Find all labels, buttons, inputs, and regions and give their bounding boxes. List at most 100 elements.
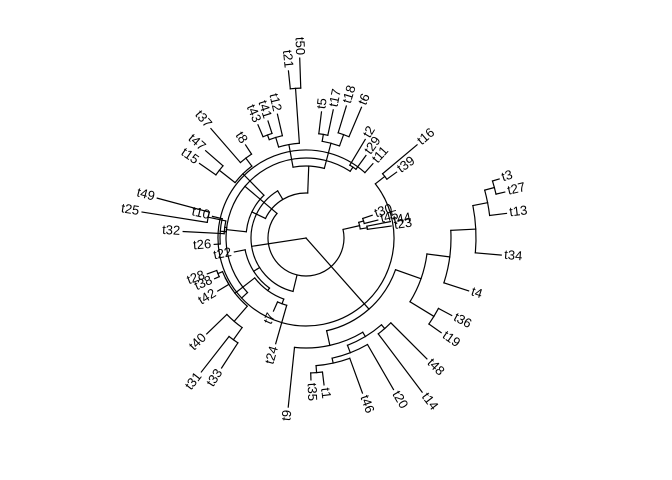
tip-label-t37: t37 <box>192 107 215 130</box>
internal-branch <box>315 364 318 374</box>
tip-label-t6: t6 <box>355 91 373 107</box>
tip-branch-t4 <box>443 282 470 292</box>
tip-branch-t14 <box>377 332 423 393</box>
tip-branch-t43 <box>257 123 264 138</box>
internal-branch <box>288 143 294 168</box>
tip-branch-t34 <box>474 252 502 256</box>
tip-label-t20: t20 <box>389 388 411 411</box>
tip-branch-t31 <box>200 335 230 373</box>
tip-label-t50: t50 <box>293 37 309 56</box>
tip-branch-t48 <box>390 322 428 360</box>
tip-label-t7: t7 <box>260 310 278 326</box>
tip-label-t43: t43 <box>244 102 265 125</box>
tip-label-t17: t17 <box>325 87 343 108</box>
tip-branch-t18 <box>337 105 348 134</box>
tip-branch-t41 <box>267 120 273 135</box>
internal-branch <box>250 237 307 248</box>
tip-branch-t32 <box>182 230 225 235</box>
tip-branch-t13 <box>488 212 508 217</box>
tip-branch-t27 <box>495 191 506 195</box>
tip-label-t27: t27 <box>506 179 527 198</box>
tip-label-t32: t32 <box>162 222 181 238</box>
tip-label-t40: t40 <box>186 330 209 353</box>
internal-branch <box>361 331 367 338</box>
tip-branch-t15 <box>198 162 217 176</box>
tip-branch-t39 <box>386 171 398 181</box>
tip-branch-t47 <box>204 149 224 167</box>
tip-label-t25: t25 <box>120 200 140 218</box>
internal-branch <box>232 326 243 341</box>
tip-label-t13: t13 <box>508 202 528 219</box>
tip-label-t44: t44 <box>392 209 413 227</box>
tip-branch-t36 <box>437 307 453 317</box>
tip-branch-t7 <box>272 301 279 312</box>
tip-label-t18: t18 <box>339 83 359 105</box>
tip-label-t28: t28 <box>185 267 207 287</box>
internal-branch <box>374 175 386 185</box>
internal-branch <box>233 305 249 323</box>
internal-branch <box>450 228 477 232</box>
tip-label-t8: t8 <box>233 129 251 146</box>
tip-label-t23: t23 <box>393 215 413 232</box>
tip-label-t4: t4 <box>469 284 484 302</box>
tip-label-t21: t21 <box>280 49 297 69</box>
internal-branch <box>394 268 422 280</box>
internal-branch <box>426 253 451 258</box>
tip-label-t10: t10 <box>190 203 211 222</box>
internal-branch <box>409 300 435 318</box>
tip-branch-t25 <box>141 211 208 224</box>
tip-branch-t9 <box>287 346 296 408</box>
tip-branch-t24 <box>274 304 288 345</box>
tip-label-t5: t5 <box>313 97 329 110</box>
tip-branch-t12 <box>276 113 284 137</box>
tip-branch-t28 <box>206 269 218 275</box>
tip-branch-t37 <box>210 127 242 164</box>
internal-branch <box>217 270 224 275</box>
tip-branch-t17 <box>327 109 334 137</box>
tip-branch-t30 <box>361 214 373 220</box>
tip-label-t36: t36 <box>451 309 474 331</box>
tip-branch-t5 <box>318 111 323 135</box>
internal-branch <box>207 216 227 222</box>
internal-branch <box>276 190 284 201</box>
tip-label-t9: t9 <box>278 409 294 421</box>
tip-branch-t33 <box>220 342 239 369</box>
tip-label-t48: t48 <box>424 355 447 378</box>
tip-branch-t23 <box>366 225 392 231</box>
internal-branch <box>325 330 331 347</box>
internal-branch <box>244 185 278 215</box>
clade-arc <box>225 157 351 294</box>
tip-branch-t45 <box>363 219 379 225</box>
internal-branch <box>274 136 280 148</box>
tip-branch-t6 <box>348 106 363 138</box>
internal-branch <box>321 133 325 143</box>
internal-branch <box>266 134 271 141</box>
internal-branch <box>323 142 332 170</box>
internal-branch <box>218 169 236 184</box>
internal-branch <box>357 220 365 224</box>
tip-branch-t16 <box>381 143 418 175</box>
tip-label-t14: t14 <box>419 389 442 412</box>
clade-arc <box>267 212 345 277</box>
tip-label-t49: t49 <box>135 184 156 203</box>
tip-branch-t49 <box>156 197 211 213</box>
tip-label-t35: t35 <box>305 383 321 402</box>
tip-label-t31: t31 <box>182 369 205 392</box>
tip-branch-t38 <box>213 275 221 280</box>
internal-branch <box>359 227 368 230</box>
tip-label-t19: t19 <box>440 327 463 350</box>
tip-branch-t1 <box>321 371 325 386</box>
clade-arc <box>264 192 309 220</box>
internal-branch <box>342 224 361 231</box>
internal-branch <box>292 274 298 293</box>
tip-branch-t50 <box>299 57 302 89</box>
tip-label-t34: t34 <box>504 247 523 264</box>
internal-branch <box>380 323 386 330</box>
tip-branch-t8 <box>244 144 253 155</box>
tip-label-t41: t41 <box>255 98 275 120</box>
internal-branch <box>294 87 301 144</box>
internal-branch <box>307 165 310 194</box>
tip-label-t38: t38 <box>192 272 215 293</box>
internal-branch <box>252 268 258 273</box>
